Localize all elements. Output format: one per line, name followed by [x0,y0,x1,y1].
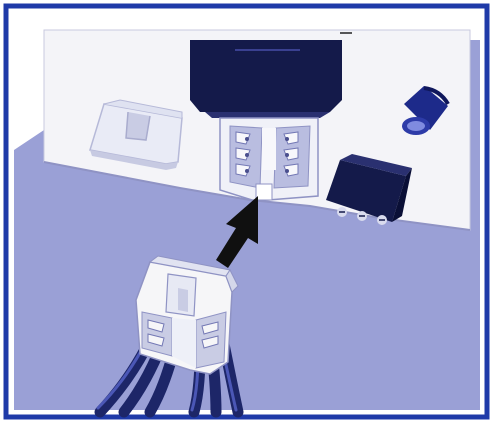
header-socket [220,118,318,200]
relay [190,40,342,118]
